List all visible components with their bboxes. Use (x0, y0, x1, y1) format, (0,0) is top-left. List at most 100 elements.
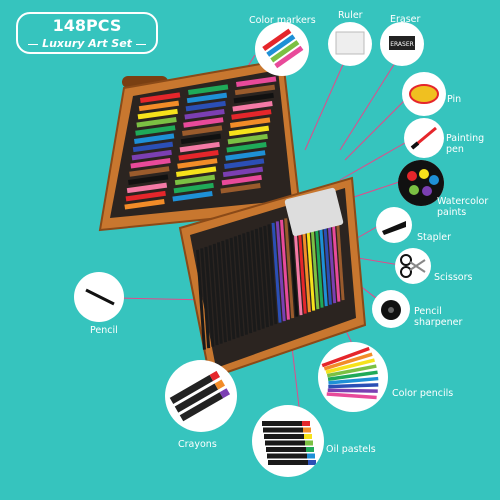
label-pencil: Pencil (90, 325, 118, 336)
label-pin: Pin (447, 94, 462, 105)
stapler-bubble (376, 207, 412, 243)
oil-pastel-tip (308, 460, 316, 465)
base-pencil (225, 239, 236, 340)
oil-pastel-tip (305, 440, 313, 446)
lid-marker (132, 141, 174, 153)
lid-marker (172, 191, 213, 202)
case-watercolor-tray (284, 187, 344, 237)
base-pencil (216, 242, 227, 343)
lid-marker (185, 100, 226, 112)
color-pencil (328, 376, 379, 385)
scissors-bubble (395, 248, 431, 284)
oil-pastel (268, 460, 308, 465)
pin-bubble (402, 72, 446, 116)
base-pencil (296, 213, 307, 314)
crayons-icon (169, 370, 231, 422)
ruler-icon (335, 31, 365, 55)
base-pencil (326, 203, 337, 304)
lid-marker (230, 117, 271, 128)
lid-marker (226, 142, 267, 153)
lid-marker (126, 182, 168, 194)
base-pencil (233, 236, 244, 337)
base-pencil (321, 204, 332, 305)
base-pencil (250, 230, 261, 331)
oil-pastel (266, 447, 306, 452)
pencil-bubble (74, 272, 124, 322)
label-scissors: Scissors (434, 272, 473, 283)
lid-marker (134, 133, 175, 144)
label-pencil-sharpener: Pencil sharpener (414, 306, 463, 328)
stapler-icon (382, 221, 406, 235)
oil-pastel-tip (302, 421, 310, 426)
color-pencil (326, 392, 377, 400)
lid-marker (180, 133, 222, 145)
lid-marker (174, 174, 216, 186)
lid-marker (183, 117, 224, 128)
label-color-pencils: Color pencils (392, 388, 454, 399)
lid-marker (184, 109, 225, 120)
label-ruler: Ruler (338, 10, 363, 21)
lid-marker (140, 92, 181, 103)
base-pencil (204, 246, 215, 347)
base-pencil (263, 225, 274, 326)
base-pencil (221, 240, 232, 341)
base-pencil (279, 219, 290, 320)
color-pencil (328, 383, 379, 389)
base-pencil (259, 227, 269, 328)
ruler-bubble (328, 22, 372, 66)
label-oil-pastels: Oil pastels (326, 444, 376, 455)
base-pencil (288, 216, 299, 317)
base-pencil (242, 233, 253, 334)
color-pencil (327, 370, 378, 381)
lid-marker (220, 183, 261, 194)
lid-marker (188, 84, 229, 95)
base-pencil (305, 210, 316, 311)
base-pencil (229, 237, 240, 338)
color-pencil (327, 388, 378, 393)
oil-pastels-bubble (252, 405, 324, 477)
label-stapler: Stapler (417, 232, 451, 243)
brush-icon (410, 126, 437, 150)
base-pencil (313, 207, 324, 308)
label-crayons: Crayons (178, 439, 217, 450)
lid-marker (176, 166, 217, 177)
oil-pastel-tip (304, 434, 312, 439)
color-pencils-bubble (318, 342, 388, 412)
lid-marker (178, 150, 219, 161)
lid-marker (138, 100, 180, 112)
lid-marker (236, 76, 277, 87)
color-pencil (321, 346, 370, 368)
lid-marker (222, 166, 264, 178)
lid-marker (221, 174, 262, 186)
lid-marker (137, 108, 178, 120)
label-color-markers: Color markers (249, 15, 316, 26)
oil-pastel-tip (307, 453, 315, 459)
base-pencil (208, 245, 219, 346)
base-pencil (196, 249, 206, 350)
lid-marker (129, 166, 170, 177)
lid-marker (223, 158, 265, 169)
pencil-icon (85, 288, 115, 306)
markers-icon (262, 28, 304, 69)
color-pencils-icon (321, 346, 379, 400)
lid-marker (186, 92, 228, 104)
oil-pastel (267, 453, 307, 459)
lid-marker (177, 158, 218, 169)
label-painting-pen: Painting pen (446, 133, 485, 155)
base-pencil (317, 206, 328, 307)
base-pencil (212, 243, 223, 344)
oil-pastel (262, 421, 302, 426)
base-pencil (200, 248, 211, 349)
lid-marker (232, 101, 273, 112)
oil-pastel (264, 434, 304, 439)
lid-marker (128, 174, 169, 185)
lid-marker (131, 149, 172, 161)
base-pencil (292, 215, 303, 316)
painting-pen-bubble (404, 118, 444, 158)
lid-marker (231, 109, 272, 120)
base-pencil (246, 231, 257, 332)
lid-markers (124, 76, 277, 210)
base-pencil (301, 212, 311, 313)
